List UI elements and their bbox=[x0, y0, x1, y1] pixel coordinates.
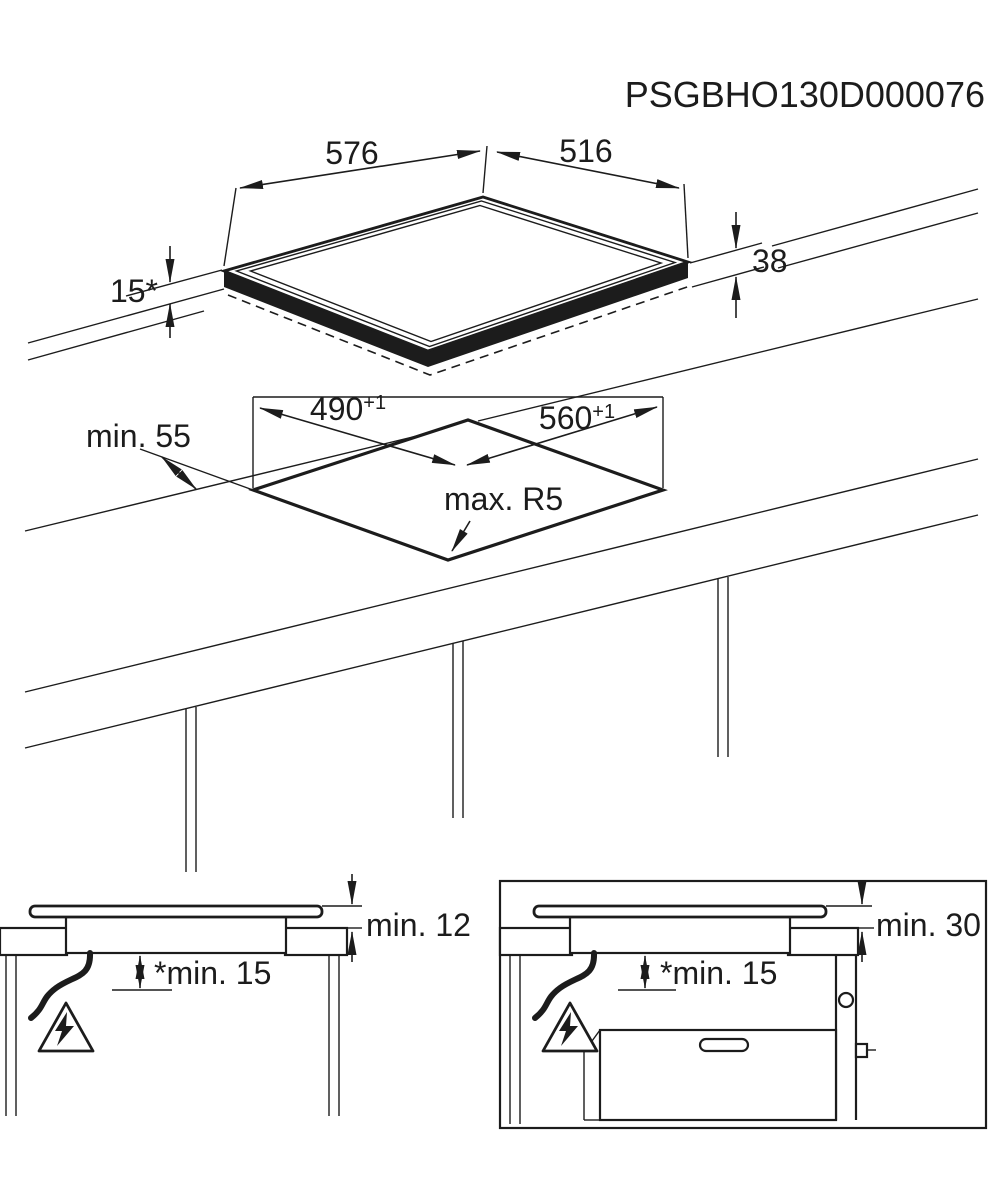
dimension-height-38: 38 bbox=[689, 212, 788, 318]
clearance-above-label: min. 30 bbox=[876, 907, 981, 943]
hob-body-section bbox=[64, 915, 288, 955]
hob-hidden-bottom-edge bbox=[227, 285, 691, 376]
cutout-width-label: 560+1 bbox=[539, 400, 615, 436]
extension-line bbox=[125, 269, 223, 297]
electrical-hazard-icon bbox=[37, 1001, 95, 1053]
part-number-label: PSGBHO130D000076 bbox=[625, 74, 985, 115]
extension-line bbox=[482, 145, 488, 194]
extension-line bbox=[691, 266, 765, 288]
clearance-above-label: min. 12 bbox=[366, 907, 471, 943]
worktop-edge-line bbox=[771, 188, 979, 247]
dimension-arrow-line bbox=[451, 520, 471, 552]
worktop-edge-line bbox=[27, 310, 205, 361]
dimension-depth-516: 516 bbox=[496, 133, 689, 259]
dimension-arrow-line bbox=[466, 406, 658, 466]
mains-cable bbox=[532, 950, 598, 1021]
oven-vent-slot bbox=[698, 1037, 750, 1053]
dimension-arrow-line bbox=[496, 151, 680, 189]
built-in-oven bbox=[583, 956, 876, 1122]
section-view-drawer: min. 12 *min. 15 bbox=[0, 874, 471, 1116]
corner-radius-label: max. R5 bbox=[444, 481, 563, 517]
extension-line bbox=[139, 448, 254, 491]
dimension-min-30: min. 30 bbox=[826, 881, 981, 962]
hob-glass-surface bbox=[219, 195, 693, 353]
side-clearance-label: min. 55 bbox=[86, 418, 191, 454]
cutout-depth-label: 490+1 bbox=[310, 391, 386, 427]
worktop-edge-line bbox=[27, 288, 225, 344]
worktop-front-edge bbox=[24, 458, 979, 693]
rail-hole bbox=[837, 991, 855, 1009]
mains-cable bbox=[28, 950, 94, 1021]
worktop-edge-line bbox=[777, 212, 979, 269]
worktop-back-edge bbox=[477, 298, 979, 422]
dimension-above-worktop-15: 15* bbox=[110, 246, 223, 338]
worktop-band bbox=[786, 926, 860, 957]
hob-glass-section bbox=[28, 904, 324, 919]
extension-line bbox=[223, 187, 237, 267]
width-label: 576 bbox=[325, 135, 378, 171]
hob-glass-section bbox=[532, 904, 828, 919]
fixing-screw bbox=[854, 1042, 869, 1059]
clearance-below-label: *min. 15 bbox=[154, 955, 271, 991]
height-label: 38 bbox=[752, 243, 788, 279]
lightning-bolt-icon bbox=[559, 1012, 578, 1046]
hob-glass-frame-line bbox=[248, 204, 664, 343]
hob-glass-frame-line bbox=[234, 200, 678, 348]
hob-body-band bbox=[224, 262, 688, 367]
dimension-arrow-line bbox=[161, 456, 197, 490]
worktop-band bbox=[498, 926, 574, 957]
above-worktop-label: 15* bbox=[110, 273, 158, 309]
clearance-below-label: *min. 15 bbox=[660, 955, 777, 991]
depth-label: 516 bbox=[559, 133, 612, 169]
dimension-corner-radius-r5: max. R5 bbox=[444, 481, 563, 552]
dimension-cutout-width-560: 560+1 bbox=[466, 400, 658, 466]
worktop-band bbox=[283, 926, 349, 957]
dimension-width-576: 576 bbox=[223, 135, 488, 267]
worktop-front-bottom-edge bbox=[24, 514, 979, 749]
hob-body-section bbox=[568, 915, 792, 955]
worktop-band bbox=[0, 926, 69, 957]
extension-line bbox=[689, 242, 763, 264]
lightning-bolt-icon bbox=[55, 1012, 74, 1046]
detail-frame bbox=[498, 879, 988, 1130]
dimension-arrow-line bbox=[239, 150, 481, 189]
electrical-hazard-icon bbox=[541, 1001, 599, 1053]
dimension-min-12: min. 12 bbox=[322, 874, 471, 962]
dimension-cutout-depth-490: 490+1 bbox=[259, 391, 456, 466]
extension-line bbox=[683, 183, 689, 259]
worktop-cutout-view: 490+1 560+1 min. 55 max. R5 bbox=[24, 298, 979, 872]
section-view-oven: min. 30 *min. 15 bbox=[498, 879, 988, 1130]
dimension-side-clearance-55: min. 55 bbox=[86, 418, 254, 491]
dimension-arrow-line bbox=[259, 407, 456, 466]
dimension-min-15-oven: *min. 15 bbox=[618, 955, 777, 991]
dimension-min-15-drawer: *min. 15 bbox=[112, 955, 271, 991]
hob-isometric-view: 576 516 38 15* bbox=[27, 133, 979, 376]
